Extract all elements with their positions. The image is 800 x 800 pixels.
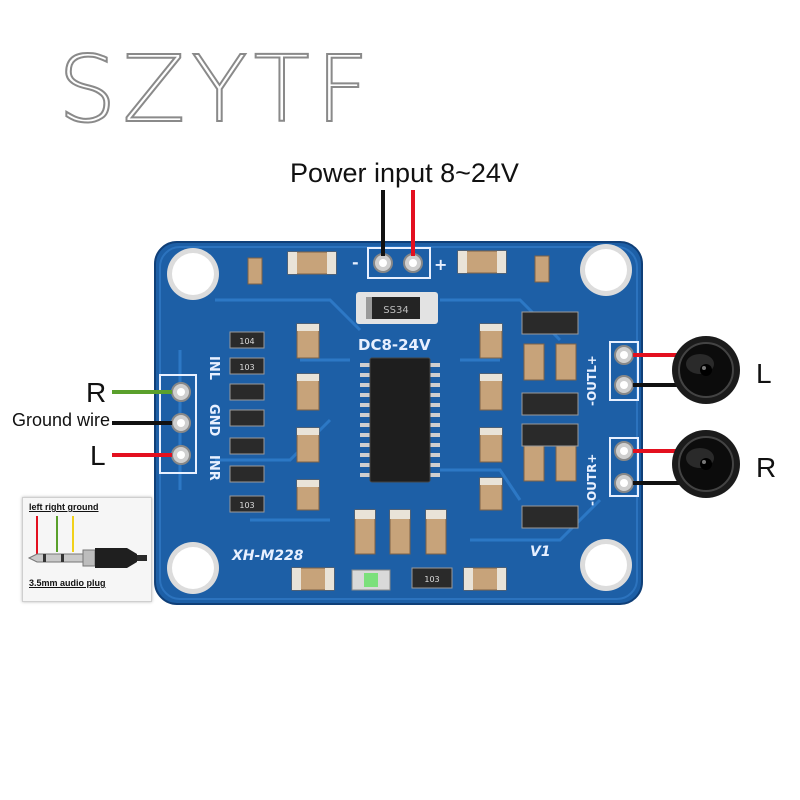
outr-silkscreen: -OUTR+	[585, 454, 599, 506]
brand-watermark: SZYTF	[57, 36, 375, 143]
outl-silkscreen: -OUTL+	[585, 355, 599, 406]
power-input-label: Power input 8~24V	[290, 158, 519, 188]
input-r-label: R	[86, 377, 107, 408]
inl-silkscreen: INL	[206, 356, 221, 380]
input-pins	[171, 382, 191, 465]
minus-silkscreen: -	[352, 253, 359, 272]
ground-wire-label: Ground wire	[12, 410, 111, 430]
plug-size-label: 3.5mm audio plug	[29, 578, 106, 588]
resistor-code: 103	[239, 501, 254, 510]
resistor-code: 103	[239, 363, 254, 372]
model-silkscreen: XH-M228	[231, 548, 304, 564]
gnd-silkscreen: GND	[206, 404, 221, 437]
speaker-right-icon	[672, 430, 740, 498]
smd-resistors	[229, 311, 579, 589]
plug-channel-label: left right ground	[29, 502, 99, 512]
resistor-code: 103	[424, 575, 439, 584]
output-l-label: L	[756, 358, 772, 389]
audio-plug-inset: left right ground 3.5mm audio plug	[22, 497, 152, 602]
input-l-label: L	[90, 440, 106, 471]
plus-silkscreen: +	[434, 255, 447, 274]
diode-label: SS34	[383, 305, 408, 316]
amplifier-ic	[360, 357, 440, 483]
voltage-silkscreen: DC8-24V	[358, 336, 431, 354]
version-silkscreen: V1	[530, 544, 551, 560]
smd-capacitors	[247, 250, 577, 591]
audio-plug-icon	[27, 516, 147, 568]
resistor-code: 104	[239, 337, 254, 346]
inr-silkscreen: INR	[206, 455, 221, 481]
output-r-label: R	[756, 452, 777, 483]
speaker-left-icon	[672, 336, 740, 404]
mounting-holes	[167, 244, 632, 594]
